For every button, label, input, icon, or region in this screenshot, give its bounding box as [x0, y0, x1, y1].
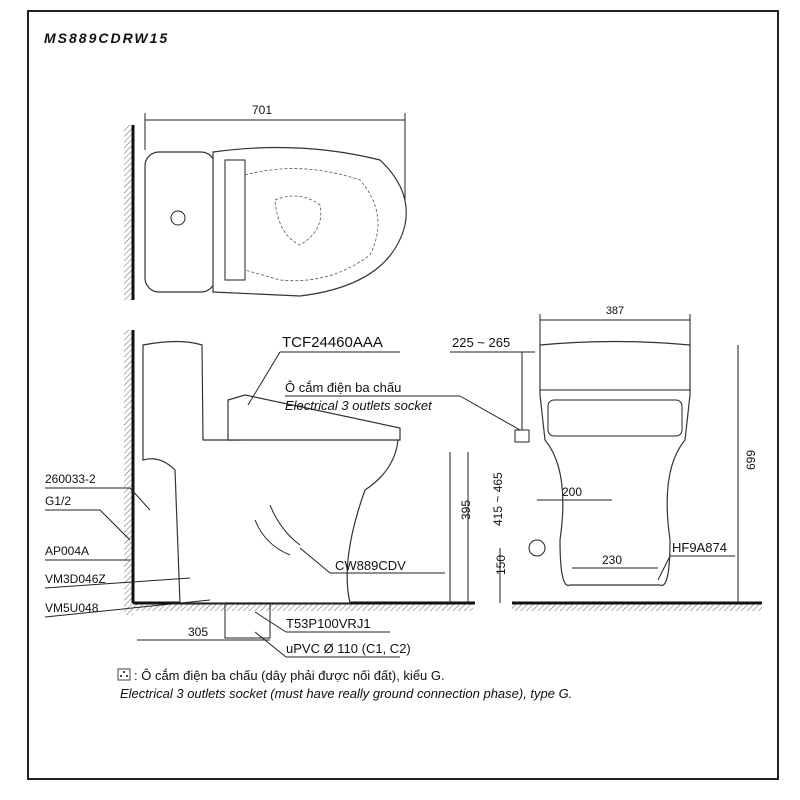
label-bolt: VM5U048 — [45, 601, 99, 615]
socket-icon — [117, 668, 131, 681]
label-pipe: uPVC Ø 110 (C1, C2) — [286, 641, 411, 656]
dim-width: 387 — [606, 305, 624, 317]
label-fixing: HF9A874 — [672, 540, 727, 555]
note-en: Electrical 3 outlets socket (must have r… — [120, 686, 572, 701]
label-socket-vi: Ô cắm điện ba chấu — [285, 380, 401, 395]
dim-outlet-height: 150 — [494, 555, 508, 575]
callouts: TCF24460AAA Ô cắm điện ba chấu Electrica… — [44, 334, 521, 658]
legend-note: : Ô cắm điện ba chấu (dây phải được nối … — [117, 668, 572, 701]
toilet-front — [539, 340, 691, 586]
dim-outlet-offset: 225 ~ 265 — [452, 335, 510, 350]
label-seat-model: TCF24460AAA — [282, 334, 383, 351]
seat-top — [212, 146, 407, 297]
washlet-seat-side — [227, 394, 401, 441]
dim-rough-in: 305 — [188, 625, 208, 639]
dim-inlet-offset: 200 — [562, 485, 582, 499]
label-hose: 260033-2 — [45, 472, 96, 486]
side-view: 305 395 415 ~ 465 — [124, 330, 505, 641]
tank-top — [144, 151, 216, 293]
dim-height: 699 — [744, 450, 758, 470]
toilet-bowl-side — [142, 340, 399, 604]
label-socket-en: Electrical 3 outlets socket — [285, 398, 433, 413]
drawing-title: MS889CDRW15 — [44, 30, 169, 46]
frame-border — [27, 10, 779, 780]
socket-symbol — [514, 429, 530, 443]
front-view: 387 225 ~ 265 699 200 150 230 HF9A874 — [450, 305, 762, 611]
top-view: 701 — [124, 103, 407, 300]
dim-rim-height: 395 — [459, 500, 473, 520]
dim-seat-height: 415 ~ 465 — [491, 472, 505, 526]
label-valve: AP004A — [45, 544, 89, 558]
dim-total-length: 701 — [252, 103, 272, 117]
label-bowl-model: CW889CDV — [335, 558, 406, 573]
dim-foot-spacing: 230 — [602, 553, 622, 567]
label-flange: VM3D046Z — [45, 572, 106, 586]
label-thread: G1/2 — [45, 494, 71, 508]
note-vi: : Ô cắm điện ba chấu (dây phải được nối … — [134, 668, 445, 683]
label-adapter: T53P100VRJ1 — [286, 616, 371, 631]
